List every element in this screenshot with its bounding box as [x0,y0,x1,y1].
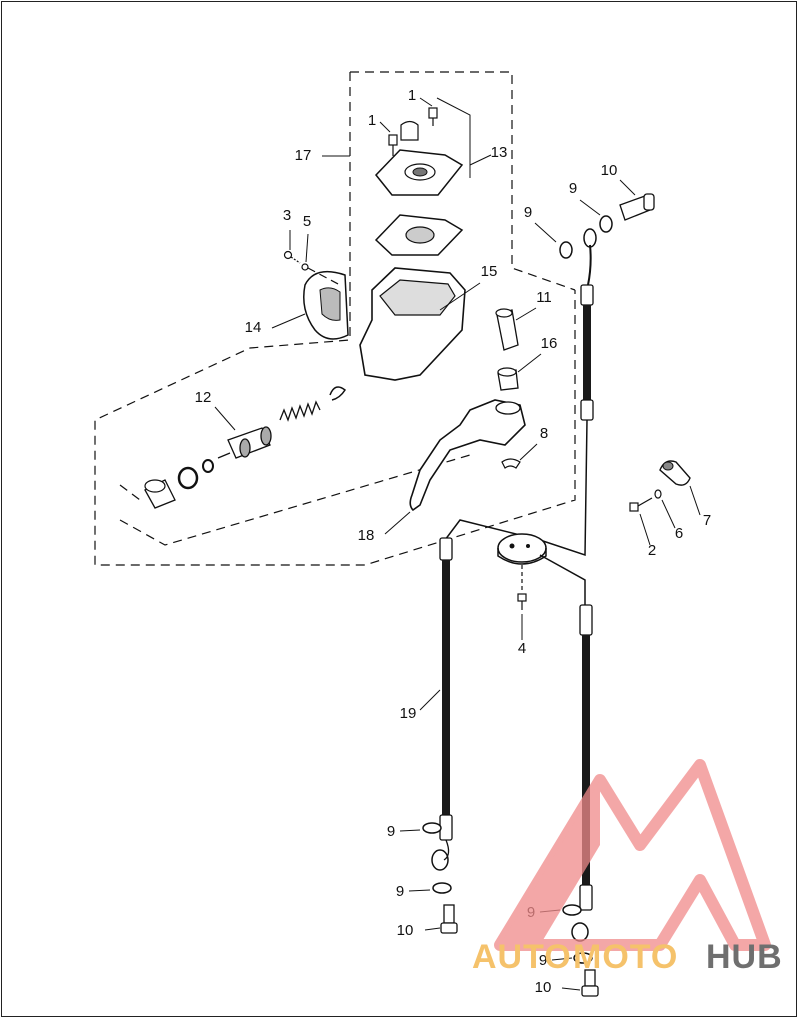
brake-hose-upper [587,244,592,286]
banjo-fitting-left [431,849,449,871]
banjo-bolt-left [440,904,458,934]
dashed-boundary-piston [119,454,471,546]
retaining-ring [329,386,346,401]
callout-c5: 5 [303,213,311,230]
callout-c18: 18 [358,527,375,544]
callout-c16: 16 [541,335,558,352]
washer-right-a [562,904,582,916]
callout-c11: 11 [536,289,552,306]
callout-c4: 4 [518,640,526,657]
hose-left-black [442,560,450,815]
callout-c15: 15 [481,263,498,280]
brake-junction-block [497,533,547,563]
banjo-bolt-top [619,193,655,221]
washer-top-a [599,215,613,233]
callout-c14: 14 [245,319,262,336]
callout-c1a: 1 [408,87,416,104]
watermark-text-auto: AUTO [472,938,572,976]
callout-c3: 3 [283,207,291,224]
clamp-screw [283,250,341,286]
watermark-text-moto: MOTO [573,938,678,976]
callout-labels: 111713109935151114161287618241999910910 [195,87,712,996]
lever-clip [501,458,521,469]
callout-c9c: 9 [387,823,395,840]
hose-right-black [582,635,590,885]
callout-c1b: 1 [368,112,376,129]
callout-c9a: 9 [569,180,577,197]
washer-left-b [432,882,452,894]
callout-c2: 2 [648,542,656,559]
brake-lever [409,399,526,512]
bracket-bolt [629,497,653,512]
callout-c9d: 9 [396,883,404,900]
callout-c17: 17 [295,147,312,164]
piston-seal [177,466,199,490]
callout-c10c: 10 [535,979,552,996]
piston-o-ring [202,459,214,473]
steel-line-lower [539,554,586,610]
callout-c12: 12 [195,389,212,406]
reservoir-plug [400,120,419,141]
watermark-logo [494,759,771,951]
hose-upper-black [583,305,591,400]
watermark-text-hub: HUB [706,938,783,976]
callout-c10b: 10 [397,922,414,939]
callout-c9f: 9 [539,952,547,969]
callout-c8: 8 [540,425,548,442]
watermark-wordmark: AUTO MOTO HUB [472,938,783,976]
callout-c13: 13 [491,144,508,161]
junction-bolt [517,565,527,610]
washer-left-a [422,822,442,834]
cover-screw-right [428,107,438,126]
callout-c9b: 9 [524,204,532,221]
bracket-washer [654,489,662,499]
banjo-fitting-top [583,228,597,248]
dashed-boundary-upper [94,71,576,566]
banjo-bolt-right [581,969,599,997]
callout-c7: 7 [703,512,711,529]
cover-screw-left [388,134,398,156]
watermark-triangle-left [494,759,771,951]
washer-top-b [559,241,573,259]
leader-lines [214,97,701,991]
callout-c6: 6 [675,525,683,542]
washer-right-b [573,952,593,964]
piston-assembly [217,426,272,459]
callout-c10a: 10 [601,162,618,179]
callout-c19: 19 [400,705,417,722]
piston-spring [279,400,321,422]
